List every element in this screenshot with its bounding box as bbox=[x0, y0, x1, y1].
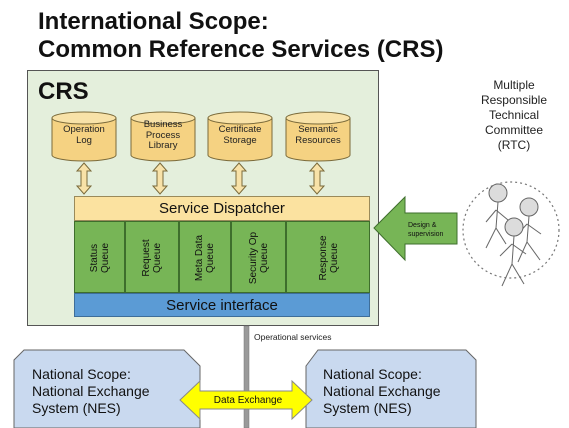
queue-label-security-op: Security Op Queue bbox=[248, 231, 270, 285]
database-cylinder-operation-log bbox=[51, 111, 117, 162]
title-line-2: Common Reference Services (CRS) bbox=[38, 36, 444, 63]
double-arrow-business-process-library bbox=[151, 162, 169, 195]
person-icon-2 bbox=[515, 197, 542, 263]
rtc-label: Multiple Responsible Technical Committee… bbox=[480, 78, 548, 152]
database-cylinder-business-process-library bbox=[130, 111, 196, 162]
queue-label-response: Response Queue bbox=[318, 235, 340, 281]
database-cylinder-certificate-storage bbox=[207, 111, 273, 162]
database-label-semantic-resources: Semantic Resources bbox=[295, 124, 341, 146]
queue-security-op: Security Op Queue bbox=[231, 221, 286, 293]
double-arrow-certificate-storage bbox=[230, 162, 248, 195]
person-icon-1 bbox=[485, 183, 509, 249]
double-arrow-semantic-resources bbox=[308, 162, 326, 195]
nes-box-left-shape bbox=[13, 349, 201, 428]
queue-label-meta-data: Meta Data Queue bbox=[194, 234, 216, 282]
queue-request: Request Queue bbox=[125, 221, 179, 293]
service-interface-box bbox=[74, 293, 370, 317]
database-cylinder-semantic-resources bbox=[285, 111, 351, 162]
queue-response: Response Queue bbox=[286, 221, 370, 293]
queue-label-request: Request Queue bbox=[141, 239, 163, 277]
design-supervision-label: Design & supervision bbox=[408, 222, 444, 238]
nes-label-left: National Scope: National Exchange System… bbox=[32, 366, 150, 416]
queue-label-status: Status Queue bbox=[89, 242, 111, 274]
service-dispatcher-label: Service Dispatcher bbox=[159, 200, 285, 217]
queue-status: Status Queue bbox=[74, 221, 125, 293]
nes-label-right: National Scope: National Exchange System… bbox=[323, 366, 441, 416]
database-label-operation-log: Operation Log bbox=[63, 124, 105, 146]
data-exchange-label: Data Exchange bbox=[213, 395, 283, 406]
queue-meta-data: Meta Data Queue bbox=[179, 221, 231, 293]
title-line-1: International Scope: bbox=[38, 8, 269, 35]
operational-services-connector bbox=[243, 325, 250, 428]
service-interface-label: Service interface bbox=[166, 297, 278, 314]
data-exchange-arrow bbox=[179, 379, 313, 421]
nes-box-right-shape bbox=[305, 349, 477, 428]
database-label-certificate-storage: Certificate Storage bbox=[218, 124, 262, 146]
database-label-business-process-library: Business Process Library bbox=[143, 119, 183, 151]
crs-label: CRS bbox=[38, 78, 89, 105]
double-arrow-operation-log bbox=[75, 162, 93, 195]
operational-services-label: Operational services bbox=[254, 332, 332, 342]
person-icon-3 bbox=[499, 217, 527, 287]
design-supervision-arrow bbox=[373, 195, 458, 262]
service-dispatcher-box bbox=[74, 196, 370, 221]
